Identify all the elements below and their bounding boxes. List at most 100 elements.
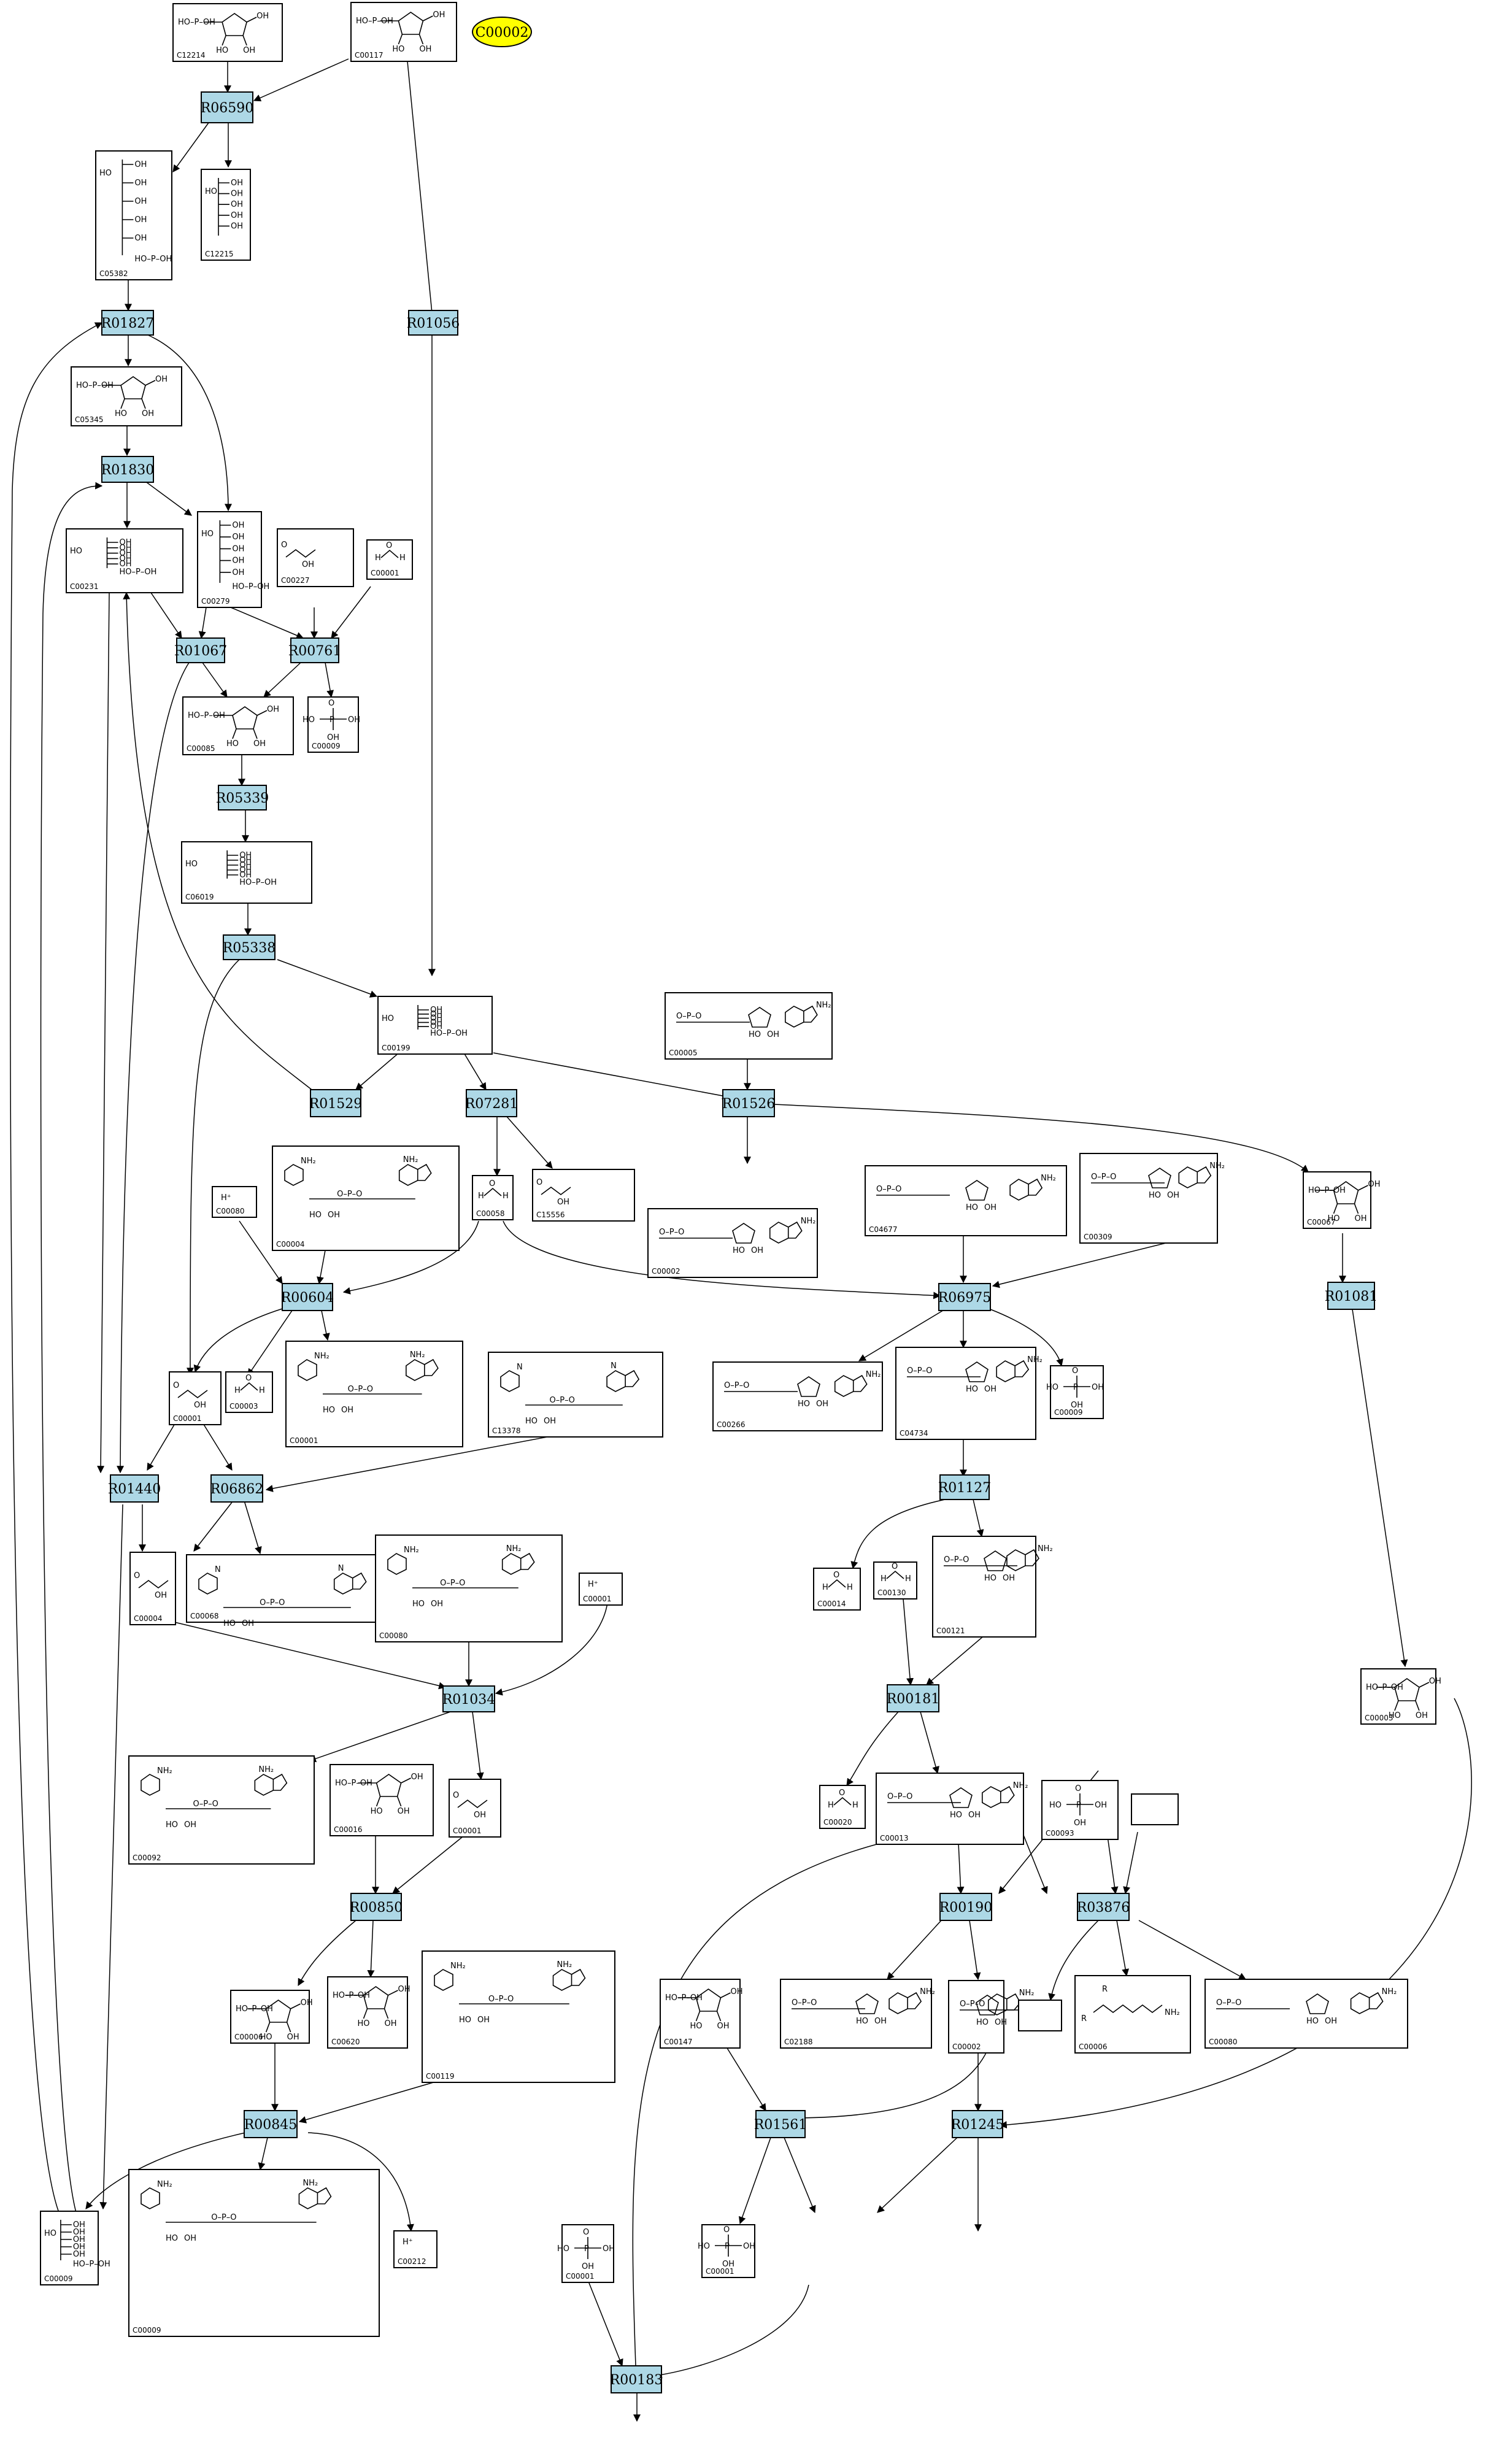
compound-node[interactable]: H⁺C00080 [212,1186,257,1218]
reaction-node[interactable]: R00604 [281,1283,334,1311]
compound-node-c00002-highlight[interactable]: C00002 [472,17,532,47]
reaction-node[interactable]: R00181 [887,1684,940,1712]
atom-label: OH [1416,1711,1428,1720]
compound-box [422,1950,615,2083]
reaction-node[interactable]: R05338 [223,934,276,960]
reaction-node[interactable]: R01526 [722,1089,776,1117]
reaction-node[interactable]: R01127 [938,1474,992,1500]
atom-label: NH₂ [506,1544,522,1553]
reaction-node[interactable]: R01561 [754,2110,807,2138]
atom-label: OH [242,1619,254,1628]
compound-id-label: C00199 [382,1044,410,1052]
reaction-node[interactable]: R01529 [309,1089,363,1117]
reaction-box [939,1474,990,1500]
reaction-node[interactable]: R00761 [288,637,342,663]
reaction-node[interactable]: R01830 [101,456,155,483]
reaction-node[interactable]: R07281 [465,1089,518,1117]
reaction-node[interactable]: R05339 [216,785,269,810]
compound-node[interactable]: H⁺C00001 [579,1573,623,1606]
reaction-node[interactable]: R06975 [938,1283,992,1311]
compound-box [873,1561,917,1600]
reaction-node[interactable]: R06590 [201,91,254,123]
reaction-node[interactable]: R00850 [350,1893,403,1921]
reaction-node[interactable]: R01081 [1325,1282,1378,1310]
reaction-node[interactable]: R06862 [210,1474,264,1503]
reaction-node[interactable]: R01067 [174,637,228,663]
reaction-node[interactable]: R01827 [101,310,155,336]
compound-node[interactable] [1018,2000,1062,2031]
compound-box [327,1976,408,2049]
atom-label: HO–P–OH [232,582,269,591]
reaction-node[interactable]: R01440 [108,1474,161,1503]
atom-label: OH [302,560,314,569]
reaction-node[interactable]: R01056 [407,310,460,336]
compound-node[interactable]: H⁺C00212 [393,2230,437,2268]
compound-box [71,366,182,426]
compound-id-label: C00003 [229,1402,258,1411]
reaction-node[interactable]: R01034 [442,1685,496,1712]
reaction-node[interactable]: R00190 [939,1893,993,1921]
reaction-node[interactable]: R00183 [610,2365,663,2393]
reaction-node[interactable]: R03876 [1077,1893,1130,1921]
compound-node[interactable] [1131,1793,1179,1825]
atom-label: NH₂ [1041,1174,1056,1183]
compound-box [932,1536,1036,1638]
reaction-node[interactable]: R00845 [244,2110,298,2138]
reaction-node[interactable]: R01245 [951,2110,1004,2138]
